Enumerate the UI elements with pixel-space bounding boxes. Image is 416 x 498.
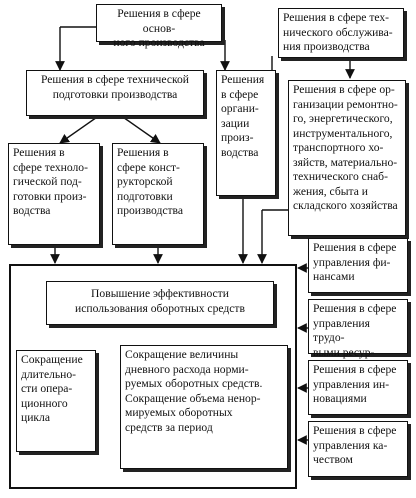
cycle-reduction-box: Сокращение длительно- сти опера- ционног… bbox=[16, 350, 96, 452]
quality-box: Решения в сфере управления ка- чеством bbox=[308, 421, 408, 477]
expense-reduction-box: Сокращение величины дневного расхода нор… bbox=[120, 345, 288, 469]
tech-service-box: Решения в сфере тех- нического обслужива… bbox=[278, 8, 404, 58]
cycle-reduction-text: Сокращение длительно- сти опера- ционног… bbox=[21, 353, 83, 424]
arrow-tech-prep-to-design bbox=[119, 114, 161, 144]
efficiency-text: Повышение эффективности использования об… bbox=[75, 287, 245, 315]
efficiency-box: Повышение эффективности использования об… bbox=[46, 281, 274, 325]
org-production-box: Решения в сфере органи- зации произ- вод… bbox=[216, 70, 276, 196]
innovation-box: Решения в сфере управления ин- новациями bbox=[308, 360, 408, 415]
main-production-box: Решения в сфере основ- ного производства bbox=[96, 4, 222, 49]
org-production-text: Решения в сфере органи- зации произ- вод… bbox=[221, 73, 265, 159]
tech-service-text: Решения в сфере тех- нического обслужива… bbox=[283, 11, 393, 53]
finance-box: Решения в сфере управления фи- нансами bbox=[308, 238, 408, 293]
labor-box: Решения в сфере управления трудо- выми р… bbox=[308, 299, 408, 359]
org-services-text: Решения в сфере ор- ганизации ремонтно- … bbox=[293, 83, 398, 212]
expense-reduction-text: Сокращение величины дневного расхода нор… bbox=[125, 348, 263, 434]
arrow-tech-prep-to-technological bbox=[59, 114, 101, 144]
technological-prep-text: Решения в сфере техноло- гической под- г… bbox=[13, 146, 88, 217]
design-prep-box: Решения в сфере конст- рукторской подгот… bbox=[112, 143, 204, 245]
technological-prep-box: Решения в сфере техноло- гической под- г… bbox=[8, 143, 100, 245]
design-prep-text: Решения в сфере конст- рукторской подгот… bbox=[117, 146, 184, 217]
tech-preparation-box: Решения в сфере технической подготовки п… bbox=[26, 70, 204, 116]
quality-text: Решения в сфере управления ка- чеством bbox=[313, 424, 397, 466]
org-services-box: Решения в сфере ор- ганизации ремонтно- … bbox=[288, 80, 406, 236]
tech-preparation-text: Решения в сфере технической подготовки п… bbox=[40, 73, 190, 101]
finance-text: Решения в сфере управления фи- нансами bbox=[313, 241, 397, 283]
main-production-text: Решения в сфере основ- ного производства bbox=[113, 7, 205, 49]
labor-text: Решения в сфере управления трудо- выми р… bbox=[313, 302, 397, 359]
innovation-text: Решения в сфере управления ин- новациями bbox=[313, 363, 397, 405]
